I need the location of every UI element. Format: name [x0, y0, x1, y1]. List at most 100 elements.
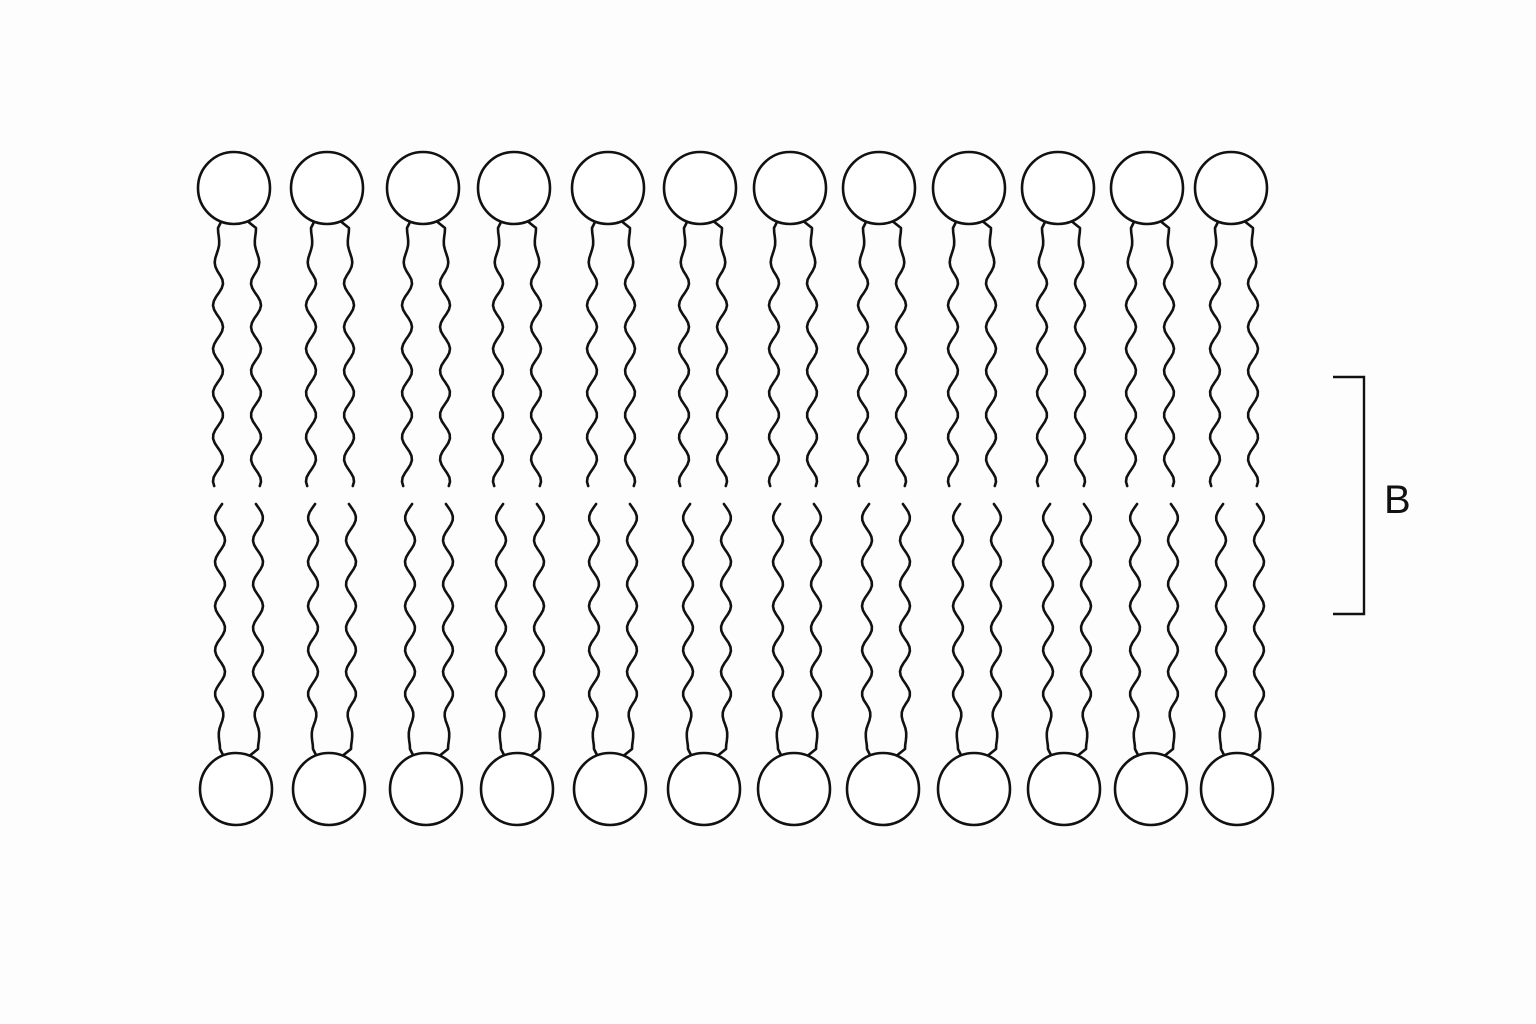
fatty-acid-tail: [337, 218, 356, 488]
fatty-acid-tail: [1035, 218, 1049, 488]
top-phospholipid: [841, 150, 917, 488]
fatty-acid-tail: [893, 502, 912, 759]
fatty-acid-tail: [677, 218, 691, 488]
phosphate-head: [1020, 150, 1096, 226]
fatty-acid-tail: [979, 218, 998, 488]
fatty-acid-tail: [771, 502, 785, 759]
bottom-phospholipid: [936, 502, 1012, 827]
top-phospholipid: [476, 150, 552, 488]
phosphate-head: [1193, 150, 1269, 226]
fatty-acid-tail: [1214, 502, 1228, 759]
phosphate-head: [1109, 150, 1185, 226]
top-phospholipid: [196, 150, 272, 488]
fatty-acid-tail: [620, 502, 639, 759]
fatty-acid-tail: [1041, 502, 1055, 759]
fatty-acid-tail: [339, 502, 358, 759]
phosphate-head: [662, 150, 738, 226]
bottom-phospholipid: [388, 502, 464, 827]
fatty-acid-tail: [306, 502, 320, 759]
bottom-phospholipid: [845, 502, 921, 827]
fatty-acid-tail: [213, 502, 227, 759]
phosphate-head: [479, 751, 555, 827]
fatty-acid-tail: [304, 218, 318, 488]
bottom-phospholipid: [479, 502, 555, 827]
thickness-bracket: B: [1333, 375, 1411, 616]
fatty-acid-tail: [400, 218, 414, 488]
fatty-acid-tail: [951, 502, 965, 759]
phosphate-head: [752, 150, 828, 226]
fatty-acid-tail: [1208, 218, 1222, 488]
fatty-acid-tail: [1241, 218, 1260, 488]
bottom-phospholipid: [198, 502, 274, 827]
fatty-acid-tail: [244, 218, 263, 488]
phosphate-head: [572, 751, 648, 827]
bottom-phospholipid: [756, 502, 832, 827]
fatty-acid-tail: [804, 502, 823, 759]
top-phospholipid: [931, 150, 1007, 488]
bottom-phospholipid: [1113, 502, 1189, 827]
top-phospholipid: [1193, 150, 1269, 488]
fatty-acid-tail: [436, 502, 455, 759]
top-phospholipid: [289, 150, 365, 488]
fatty-acid-tail: [767, 218, 781, 488]
fatty-acid-tail: [433, 218, 452, 488]
bracket-label: B: [1384, 478, 1411, 522]
fatty-acid-tail: [618, 218, 637, 488]
fatty-acid-tail: [527, 502, 546, 759]
fatty-acid-tail: [585, 218, 599, 488]
top-phospholipid: [1020, 150, 1096, 488]
fatty-acid-tail: [860, 502, 874, 759]
fatty-acid-tail: [1128, 502, 1142, 759]
phosphate-head: [196, 150, 272, 226]
fatty-acid-tail: [491, 218, 505, 488]
fatty-acid-tail: [211, 218, 225, 488]
phosphate-head: [198, 751, 274, 827]
fatty-acid-tail: [946, 218, 960, 488]
top-leaflet: [196, 150, 1269, 488]
phosphate-head: [1199, 751, 1275, 827]
top-phospholipid: [752, 150, 828, 488]
phosphate-head: [841, 150, 917, 226]
phosphate-head: [845, 751, 921, 827]
fatty-acid-tail: [494, 502, 508, 759]
fatty-acid-tail: [1124, 218, 1138, 488]
fatty-acid-tail: [984, 502, 1003, 759]
phosphate-head: [666, 751, 742, 827]
fatty-acid-tail: [856, 218, 870, 488]
phosphate-head: [570, 150, 646, 226]
bracket-line: [1333, 375, 1366, 616]
fatty-acid-tail: [889, 218, 908, 488]
top-phospholipid: [570, 150, 646, 488]
phosphate-head: [756, 751, 832, 827]
top-phospholipid: [662, 150, 738, 488]
fatty-acid-tail: [710, 218, 729, 488]
fatty-acid-tail: [403, 502, 417, 759]
phosphate-head: [476, 150, 552, 226]
phosphate-head: [289, 150, 365, 226]
fatty-acid-tail: [1161, 502, 1180, 759]
phosphate-head: [388, 751, 464, 827]
top-phospholipid: [385, 150, 461, 488]
fatty-acid-tail: [524, 218, 543, 488]
fatty-acid-tail: [681, 502, 695, 759]
fatty-acid-tail: [1068, 218, 1087, 488]
phosphate-head: [291, 751, 367, 827]
phosphate-head: [1113, 751, 1189, 827]
phosphate-head: [1026, 751, 1102, 827]
bottom-phospholipid: [666, 502, 742, 827]
fatty-acid-tail: [1074, 502, 1093, 759]
fatty-acid-tail: [246, 502, 265, 759]
fatty-acid-tail: [800, 218, 819, 488]
bottom-phospholipid: [572, 502, 648, 827]
phosphate-head: [936, 751, 1012, 827]
bottom-phospholipid: [291, 502, 367, 827]
phosphate-head: [385, 150, 461, 226]
bottom-leaflet: [198, 502, 1275, 827]
phosphate-head: [931, 150, 1007, 226]
bottom-phospholipid: [1026, 502, 1102, 827]
fatty-acid-tail: [1157, 218, 1176, 488]
top-phospholipid: [1109, 150, 1185, 488]
bottom-phospholipid: [1199, 502, 1275, 827]
fatty-acid-tail: [1247, 502, 1266, 759]
